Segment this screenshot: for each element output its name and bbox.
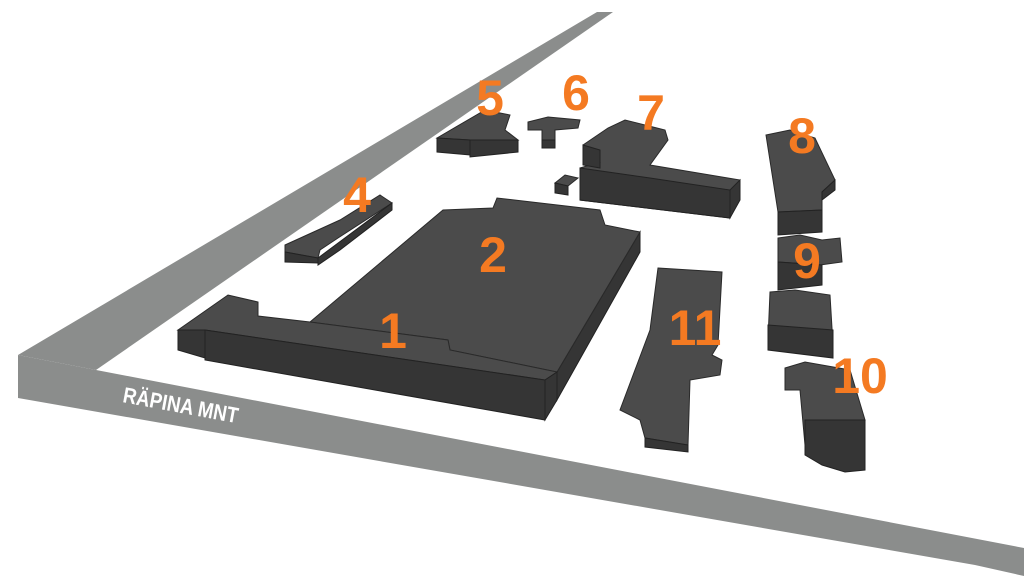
building-11[interactable] xyxy=(619,267,723,453)
label-5: 5 xyxy=(476,70,504,126)
label-4: 4 xyxy=(343,167,371,223)
buildings xyxy=(176,109,866,473)
label-1: 1 xyxy=(379,303,407,359)
roads: RÄPINA MNT PÕLLU TN xyxy=(18,12,1024,576)
label-6: 6 xyxy=(562,65,590,121)
building-10[interactable] xyxy=(784,361,866,473)
building-4[interactable] xyxy=(284,194,393,266)
building-9[interactable] xyxy=(777,234,843,291)
label-9: 9 xyxy=(793,233,821,289)
rapina-mnt-road xyxy=(18,355,1024,576)
label-8: 8 xyxy=(788,108,816,164)
building-5[interactable] xyxy=(435,109,520,158)
building-7[interactable] xyxy=(579,119,741,220)
building-9b[interactable] xyxy=(767,289,834,359)
building-8[interactable] xyxy=(765,129,836,236)
building-2[interactable] xyxy=(308,197,641,402)
label-7: 7 xyxy=(637,85,665,141)
building-labels: 1 2 4 5 6 7 8 9 10 11 xyxy=(343,65,888,404)
label-11: 11 xyxy=(669,300,722,356)
label-10: 10 xyxy=(832,348,888,404)
label-2: 2 xyxy=(479,227,507,283)
building-1[interactable] xyxy=(176,294,559,422)
building-small[interactable] xyxy=(553,174,580,196)
pollu-tn-road xyxy=(18,12,613,370)
building-6[interactable] xyxy=(527,116,581,149)
